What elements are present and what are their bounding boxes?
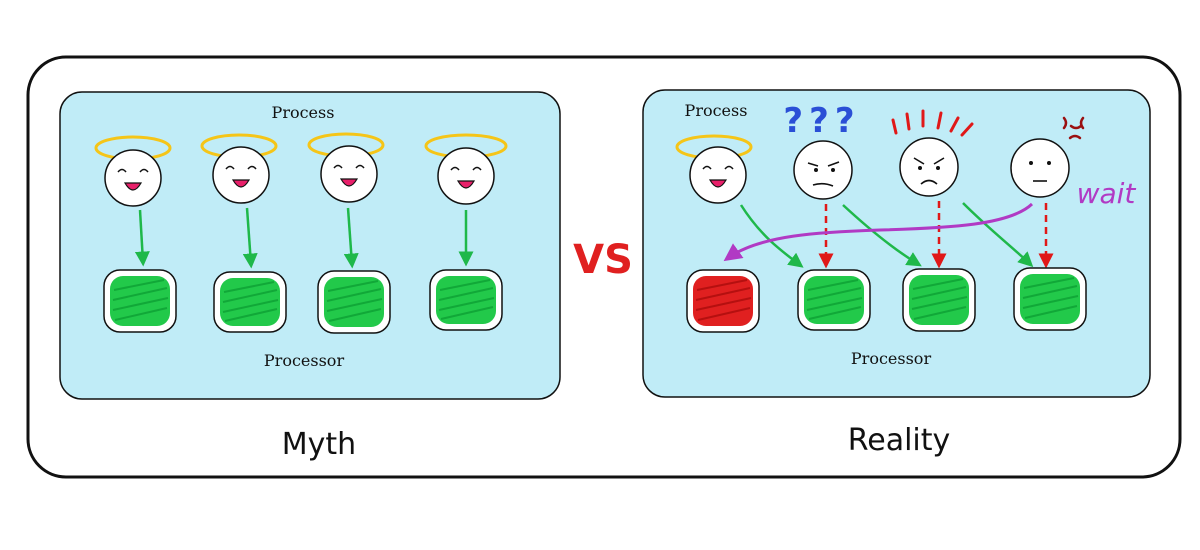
- mouth-icon: [231, 179, 251, 188]
- reality-core-3: [902, 268, 976, 332]
- reality-processor-label: Processor: [851, 349, 932, 368]
- reality-caption: Reality: [848, 423, 951, 458]
- reality-arrow-green-2: [842, 204, 922, 267]
- reality-process-2: ???: [783, 101, 860, 200]
- reality-process-1: [675, 134, 753, 204]
- myth-process-1: [94, 135, 172, 207]
- reality-process-label: Process: [685, 101, 748, 120]
- happy-face-icon: [689, 146, 747, 204]
- happy-face-icon: [212, 146, 270, 204]
- myth-process-3: [307, 132, 385, 203]
- eye-icon: [936, 166, 940, 170]
- annoyed-face-icon: [1010, 138, 1070, 198]
- eye-icon: [225, 165, 235, 170]
- wait-label: wait: [1077, 177, 1137, 210]
- reality-process-4: wait: [1010, 116, 1137, 210]
- anger-lines-icon: [891, 109, 974, 137]
- happy-face-icon: [320, 145, 378, 203]
- eye-icon: [1029, 161, 1033, 165]
- eye-icon: [702, 165, 712, 170]
- eye-icon: [831, 168, 835, 172]
- mouth-icon: [123, 182, 143, 191]
- mouth-icon: [708, 179, 728, 188]
- myth-arrow-1: [134, 209, 150, 267]
- reality-core-1-blocked: [686, 269, 760, 333]
- myth-core-1: [103, 269, 177, 333]
- eye-icon: [117, 168, 127, 173]
- myth-core-3: [317, 270, 391, 334]
- eye-icon: [247, 165, 257, 170]
- question-marks: ???: [783, 101, 860, 141]
- reality-process-3: [891, 109, 974, 197]
- eye-icon: [472, 166, 482, 171]
- myth-arrow-2: [242, 207, 258, 269]
- happy-face-icon: [104, 149, 162, 207]
- myth-core-4: [429, 269, 503, 331]
- reality-arrow-green-3: [962, 202, 1034, 268]
- mouth-icon: [812, 182, 834, 187]
- eye-icon: [450, 166, 460, 171]
- reality-core-4: [1013, 267, 1087, 331]
- myth-arrow-3: [343, 207, 359, 269]
- myth-process-label: Process: [272, 103, 335, 122]
- angry-face-icon: [899, 137, 959, 197]
- myth-processor-label: Processor: [264, 351, 345, 370]
- reality-arrow-wait: [723, 202, 1034, 262]
- vs-label: VS: [573, 237, 633, 283]
- myth-core-2: [213, 271, 287, 333]
- myth-panel: Process Processor: [59, 91, 561, 400]
- eye-icon: [814, 168, 818, 172]
- eye-icon: [355, 164, 365, 169]
- anger-symbol-icon: [1062, 116, 1085, 140]
- eye-icon: [333, 164, 343, 169]
- reality-core-2: [797, 269, 871, 331]
- mouth-icon: [456, 180, 476, 189]
- eye-icon: [918, 166, 922, 170]
- eyebrow-icon: [913, 157, 945, 165]
- eye-icon: [724, 165, 734, 170]
- eyebrow-icon: [807, 161, 840, 167]
- mouth-icon: [339, 178, 359, 187]
- myth-process-4: [424, 133, 508, 205]
- myth-caption: Myth: [282, 427, 356, 462]
- eye-icon: [139, 168, 149, 173]
- reality-panel: Process Processor ???: [642, 89, 1151, 398]
- mouth-icon: [920, 179, 938, 185]
- eye-icon: [1047, 161, 1051, 165]
- myth-process-2: [200, 133, 278, 204]
- happy-face-icon: [437, 147, 495, 205]
- confused-face-icon: [793, 140, 853, 200]
